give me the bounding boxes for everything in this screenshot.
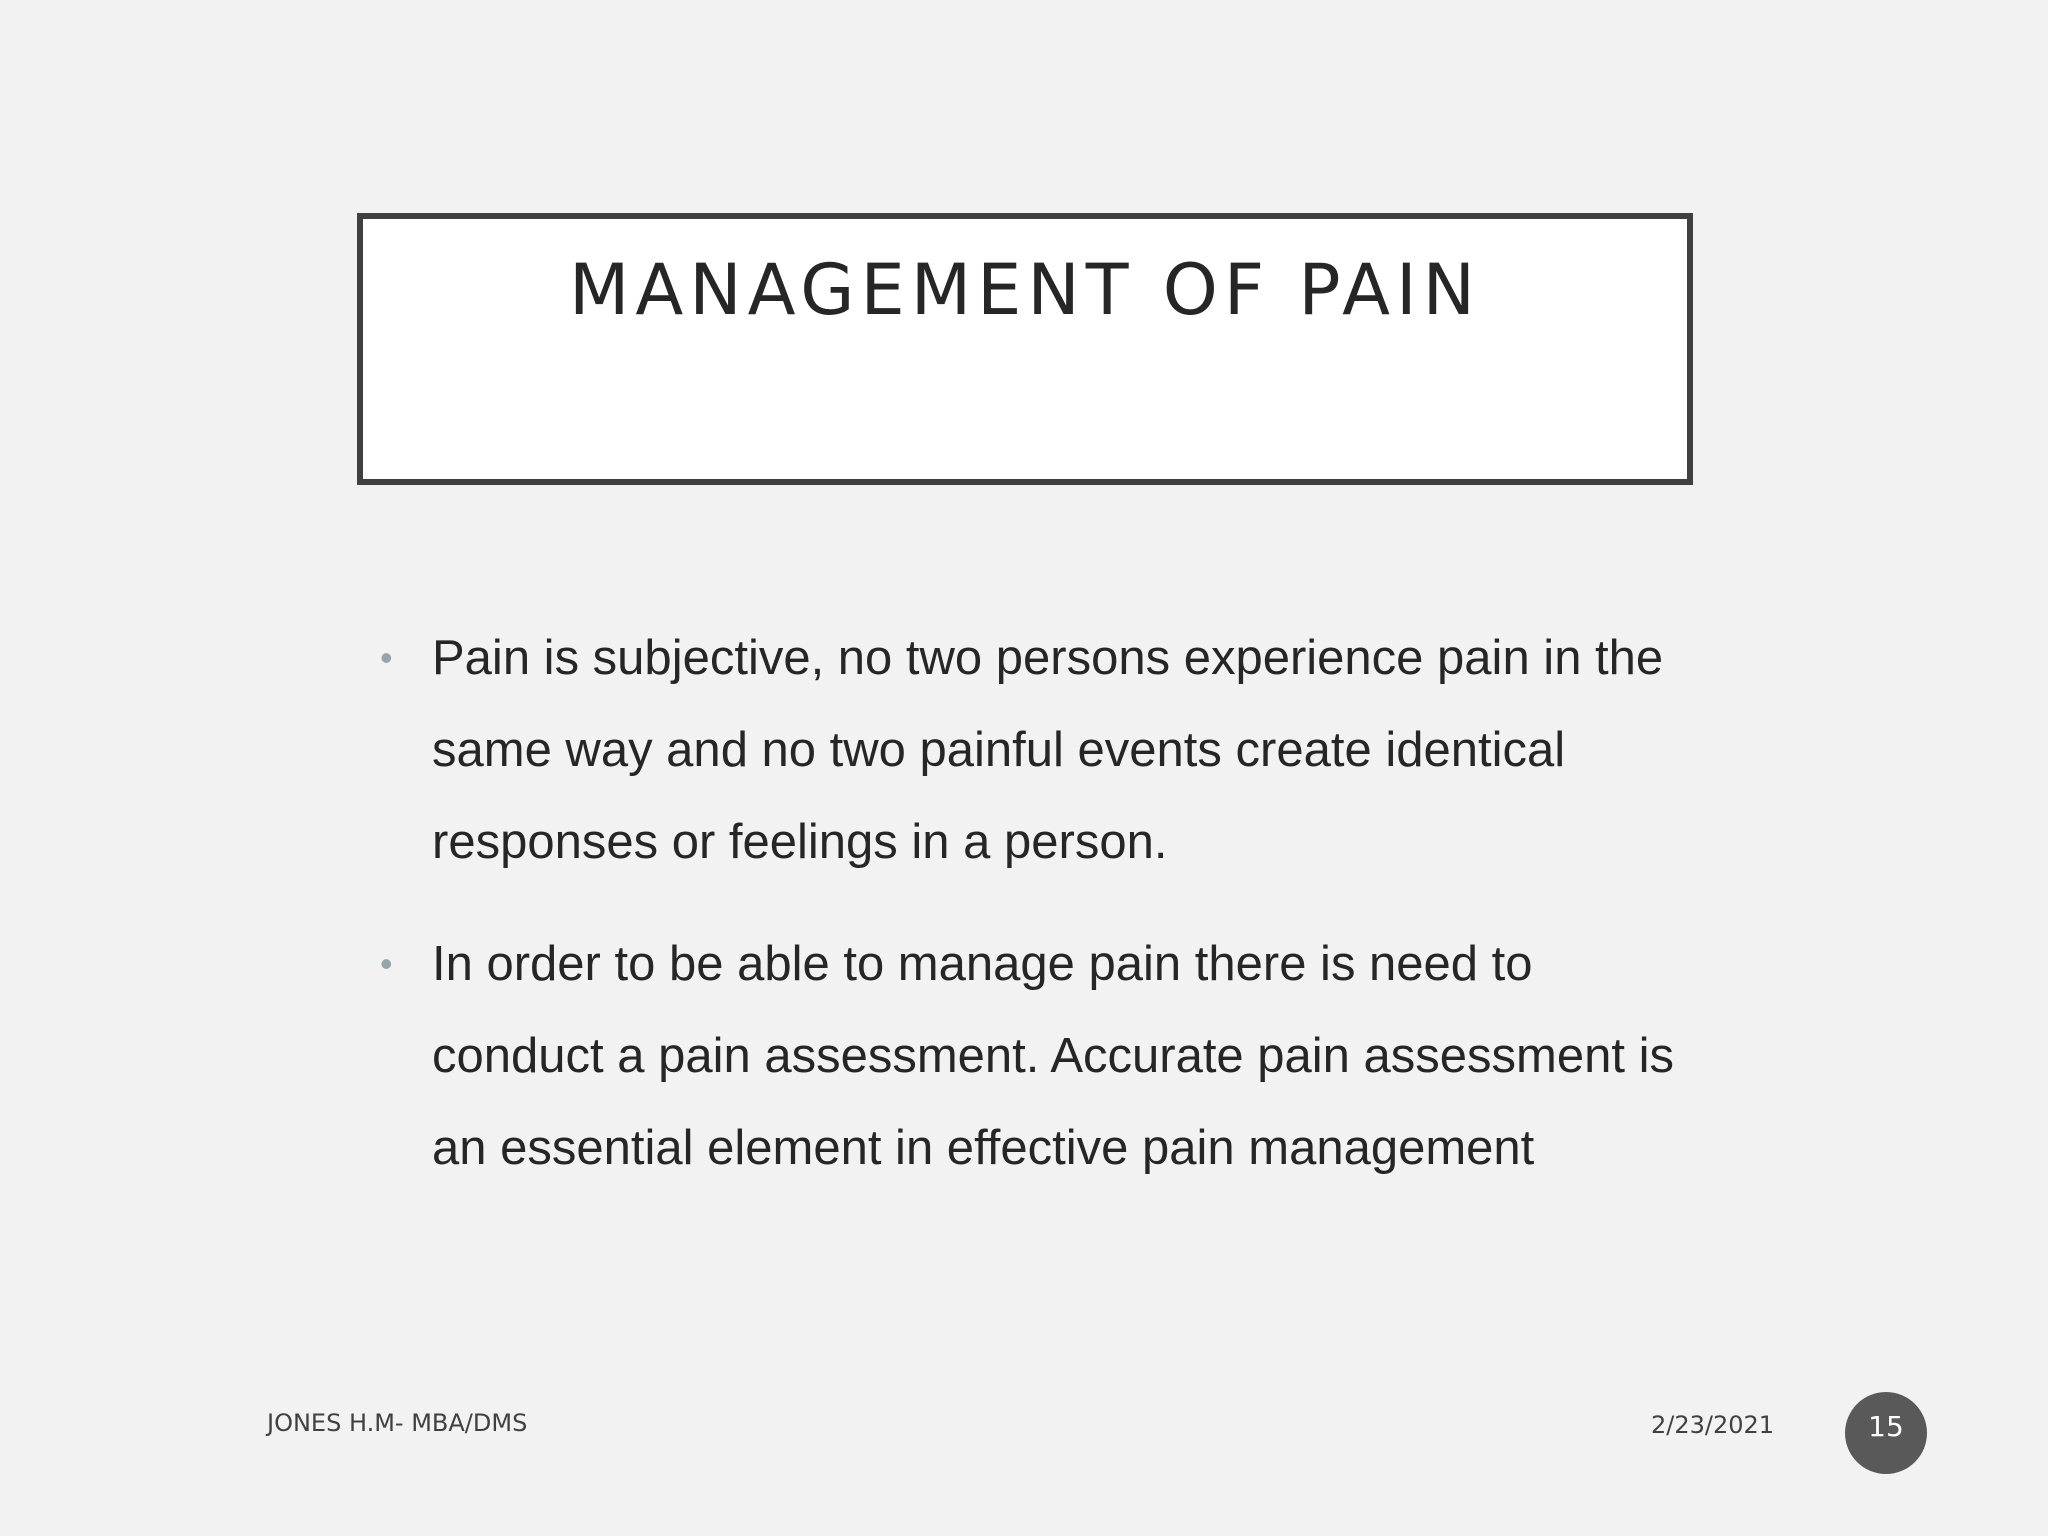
bullet-item: • Pain is subjective, no two persons exp… — [380, 612, 1680, 888]
footer-author: JONES H.M- MBA/DMS — [267, 1409, 528, 1437]
title-box: MANAGEMENT OF PAIN — [357, 213, 1693, 485]
bullet-text: Pain is subjective, no two persons exper… — [432, 631, 1664, 869]
page-number-badge: 15 — [1845, 1392, 1927, 1474]
slide-title: MANAGEMENT OF PAIN — [568, 249, 1481, 331]
bullet-marker-icon: • — [380, 943, 393, 984]
bullet-item: • In order to be able to manage pain the… — [380, 918, 1680, 1194]
bullet-text: In order to be able to manage pain there… — [432, 937, 1674, 1175]
footer-date: 2/23/2021 — [1651, 1411, 1775, 1439]
bullet-list: • Pain is subjective, no two persons exp… — [380, 612, 1680, 1224]
bullet-marker-icon: • — [380, 637, 393, 678]
